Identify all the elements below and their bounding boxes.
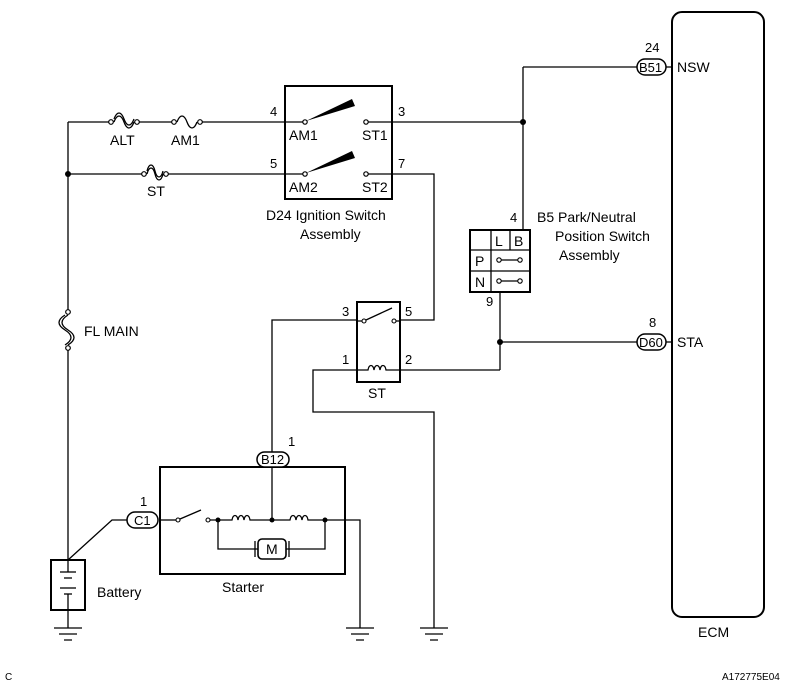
ecm	[671, 11, 765, 618]
relay-pin-1: 1	[342, 352, 349, 367]
relay-pin-2: 2	[405, 352, 412, 367]
st-relay	[356, 301, 401, 383]
connector-c1-pin: 1	[140, 494, 147, 509]
ignition-switch-label-2: Assembly	[300, 226, 361, 242]
ecm-signal-nsw: NSW	[677, 59, 710, 75]
pn-pin-9: 9	[486, 294, 493, 309]
footer-figure-id: A172775E04	[722, 672, 780, 683]
fuse-alt	[108, 112, 140, 129]
ign-term-st1: ST1	[362, 127, 388, 143]
relay-pin-5: 5	[405, 304, 412, 319]
ign-pin-7: 7	[398, 156, 405, 171]
battery	[50, 559, 86, 611]
pn-switch-label-1: B5 Park/Neutral	[537, 209, 636, 225]
footer-left-code: C	[5, 672, 12, 683]
fuse-alt-label: ALT	[110, 132, 135, 148]
park-neutral-switch	[469, 229, 531, 293]
ign-term-am1: AM1	[289, 127, 318, 143]
ign-pin-5: 5	[270, 156, 277, 171]
connector-c1-label: C1	[134, 513, 151, 528]
wires	[67, 66, 672, 628]
connector-b51-pin: 24	[645, 40, 659, 55]
pn-row-n: N	[475, 274, 485, 290]
connector-b12-label: B12	[261, 452, 284, 467]
connector-d60-pin: 8	[649, 315, 656, 330]
fuse-am1	[171, 115, 203, 129]
junction-dot	[497, 339, 503, 345]
starter	[159, 466, 346, 575]
ground-symbols	[54, 627, 448, 641]
fuse-st-label: ST	[147, 183, 165, 199]
fuse-st	[141, 164, 169, 181]
ign-term-st2: ST2	[362, 179, 388, 195]
pn-switch-label-3: Assembly	[559, 247, 620, 263]
junction-dot	[65, 171, 71, 177]
connector-c1	[126, 511, 159, 529]
junction-dot	[520, 119, 526, 125]
relay-pin-3: 3	[342, 304, 349, 319]
connector-b12	[256, 451, 290, 468]
pn-row-p: P	[475, 253, 484, 269]
battery-label: Battery	[97, 584, 141, 600]
connector-d60-label: D60	[639, 335, 663, 350]
connector-b51-label: B51	[639, 60, 662, 75]
ignition-switch-label-1: D24 Ignition Switch	[266, 207, 386, 223]
ignition-switch	[284, 85, 393, 200]
starter-label: Starter	[222, 579, 264, 595]
fuse-fl-main-label: FL MAIN	[84, 323, 139, 339]
pn-pin-4: 4	[510, 210, 517, 225]
relay-label: ST	[368, 385, 386, 401]
pn-switch-label-2: Position Switch	[555, 228, 650, 244]
connector-b12-pin: 1	[288, 434, 295, 449]
ign-term-am2: AM2	[289, 179, 318, 195]
ecm-signal-sta: STA	[677, 334, 704, 350]
fuse-fl-main	[58, 309, 75, 351]
ignition-switch-box	[284, 85, 393, 200]
fuse-am1-label: AM1	[171, 132, 200, 148]
ign-pin-4: 4	[270, 104, 277, 119]
junction-dots	[65, 119, 526, 345]
connector-b51	[636, 58, 667, 76]
ign-pin-3: 3	[398, 104, 405, 119]
connector-d60	[636, 333, 667, 351]
motor-symbol: M	[266, 541, 278, 557]
ecm-label: ECM	[698, 624, 729, 640]
pn-col-b: B	[514, 233, 523, 249]
pn-col-l: L	[495, 233, 503, 249]
